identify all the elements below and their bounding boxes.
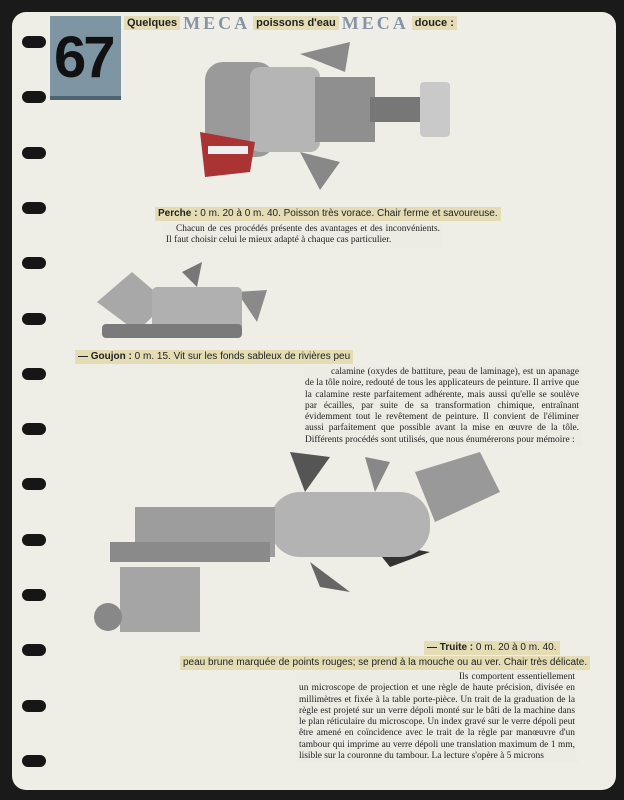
title-part2: poissons d'eau <box>253 16 339 30</box>
perch-machine-illustration <box>200 42 450 190</box>
binder-hole <box>22 589 46 601</box>
binder-hole <box>22 367 46 380</box>
truite-caption: — Truite : 0 m. 20 à 0 m. 40. <box>424 641 560 655</box>
page-number: 67 <box>54 25 115 90</box>
binder-hole <box>22 146 46 159</box>
page-title: Quelques MECA poissons d'eau MECA douce … <box>124 12 457 34</box>
paragraph-2: calamine (oxydes de battiture, peau de l… <box>302 366 582 448</box>
binder-hole <box>22 257 46 270</box>
perche-caption: Perche : 0 m. 20 à 0 m. 40. Poisson très… <box>155 207 501 221</box>
binder-hole <box>22 533 46 546</box>
binder-hole <box>22 201 46 214</box>
goujon-caption: — Goujon : 0 m. 15. Vit sur les fonds sa… <box>75 350 354 364</box>
gudgeon-machine-illustration <box>97 262 267 338</box>
binder-hole <box>22 36 46 48</box>
binder-hole <box>22 478 46 491</box>
paragraph-1: Chacun de ces procédés présente des avan… <box>163 223 443 248</box>
binder-hole <box>22 754 46 767</box>
title-part1: Quelques <box>124 16 181 30</box>
stamp-meca-1: MECA <box>183 13 251 33</box>
binder-hole <box>22 312 46 325</box>
truite-caption-2: peau brune marquée de points rouges; se … <box>180 656 591 670</box>
page-number-block: 67 <box>50 16 121 100</box>
binder-hole <box>22 91 46 104</box>
binder-hole <box>22 644 46 657</box>
stamp-meca-2: MECA <box>341 13 409 33</box>
title-part3: douce : <box>411 16 457 30</box>
binder-hole <box>22 423 46 436</box>
binder-hole <box>22 699 46 712</box>
paragraph-3: Ils comportent essentiellement un micros… <box>296 671 578 764</box>
trout-machine-illustration <box>94 452 500 632</box>
